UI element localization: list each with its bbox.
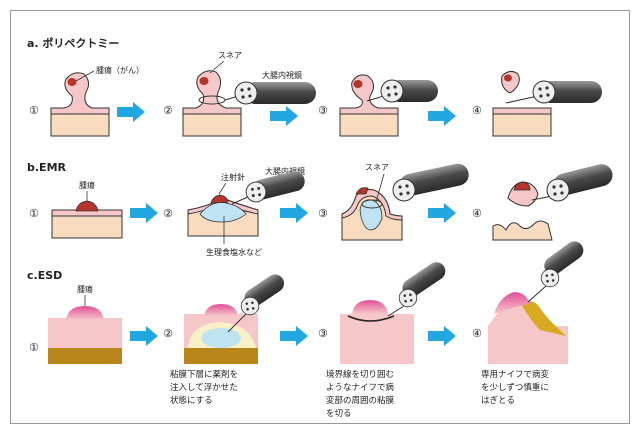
- step-number: ①: [29, 341, 39, 354]
- tumor: [199, 77, 209, 85]
- label-tumor: 腫瘍: [79, 180, 95, 190]
- section-title-emr: b.EMR: [27, 161, 67, 174]
- emr-step-4: [492, 181, 553, 241]
- esd-step-1: [48, 306, 122, 364]
- right-arrow-icon: [428, 106, 456, 126]
- endoscope-icon: [505, 80, 602, 104]
- right-arrow-icon: [428, 203, 456, 223]
- endoscope-icon: [231, 171, 305, 205]
- step-number: ②: [163, 207, 173, 220]
- right-arrow-icon: [130, 203, 158, 223]
- emr-step-1: [51, 200, 123, 239]
- endoscope-icon: [227, 274, 285, 333]
- esd-caption-step2-line1: 粘膜下層に薬剤を: [170, 369, 238, 380]
- step-number: ④: [472, 207, 482, 220]
- tumor: [353, 80, 363, 88]
- endoscope-icon: [392, 163, 469, 202]
- right-arrow-icon: [270, 106, 298, 126]
- endoscope-icon: [527, 241, 584, 303]
- endoscope-icon: [387, 262, 446, 317]
- step-number: ③: [318, 207, 328, 220]
- polyp-step-3: [339, 74, 399, 137]
- injection-cushion: [201, 328, 241, 348]
- lesion: [494, 292, 530, 314]
- snare-loop: [361, 199, 383, 209]
- label-snare: スネア: [218, 51, 242, 60]
- esd-caption-step2-line3: 状態にする: [170, 395, 213, 406]
- resected-polyp: [501, 70, 520, 94]
- lesion: [352, 300, 388, 314]
- incision-line: [347, 315, 395, 322]
- label-tumor-cancer: 腫瘍（がん）: [96, 65, 144, 75]
- tumor: [513, 181, 531, 191]
- esd-caption-step4-line2: を少しずつ慎重に: [481, 382, 549, 393]
- right-arrow-icon: [280, 326, 308, 346]
- esd-step-3: [340, 300, 414, 364]
- step-number: ③: [318, 327, 328, 340]
- step-number: ④: [472, 327, 482, 340]
- right-arrow-icon: [130, 326, 158, 346]
- step-number: ④: [472, 104, 482, 117]
- esd-step-4: [488, 292, 568, 364]
- esd-step-2: [184, 304, 258, 364]
- label-saline: 生理食塩水など: [206, 247, 262, 257]
- diagram-frame: [10, 10, 630, 424]
- polyp-step-2: [182, 70, 242, 137]
- esd-caption-step3-line3: 変部の周囲の粘膜: [326, 395, 395, 406]
- right-arrow-icon: [117, 102, 145, 122]
- lesion: [204, 304, 238, 316]
- label-endoscope: 大腸内視鏡: [265, 166, 305, 176]
- step-number: ①: [29, 207, 39, 220]
- step-number: ①: [29, 104, 39, 117]
- endoscope-icon: [531, 164, 613, 202]
- section-title-esd: c.ESD: [27, 269, 62, 282]
- esd-caption-step4-line3: はぎとる: [481, 395, 515, 406]
- right-arrow-icon: [428, 326, 456, 346]
- emr-step-2: [187, 194, 259, 237]
- polyp-step-4: [492, 70, 552, 137]
- label-needle: 注射針: [221, 172, 245, 182]
- esd-caption-step3-line1: 境界線を切り囲む: [326, 369, 394, 380]
- tumor: [75, 200, 99, 212]
- label-snare: スネア: [365, 163, 389, 172]
- esd-caption-step3-line2: ようなナイフで病: [326, 382, 395, 393]
- tumor: [210, 194, 229, 204]
- step-number: ②: [163, 327, 173, 340]
- polyp-step-1: [50, 72, 110, 137]
- label-tumor: 腫瘍: [77, 284, 93, 294]
- esd-caption-step3-line4: を切る: [326, 409, 352, 419]
- section-title-polypectomy: a. ポリペクトミー: [27, 36, 119, 50]
- step-number: ③: [318, 104, 328, 117]
- right-arrow-icon: [280, 203, 308, 223]
- lesion: [66, 306, 104, 320]
- tumor: [355, 187, 369, 195]
- submucosa-flap: [520, 300, 566, 336]
- step-number: ②: [163, 104, 173, 117]
- endoscope-icon: [224, 81, 316, 105]
- tumor: [504, 74, 512, 82]
- esd-caption-step2-line2: 注入して浮かせた: [170, 382, 238, 393]
- label-endoscope: 大腸内視鏡: [262, 70, 302, 80]
- esd-caption-step4-line1: 専用ナイフで病変: [481, 369, 550, 380]
- endoscope-icon: [366, 79, 438, 103]
- tumor: [67, 78, 77, 86]
- emr-step-3: [341, 187, 403, 241]
